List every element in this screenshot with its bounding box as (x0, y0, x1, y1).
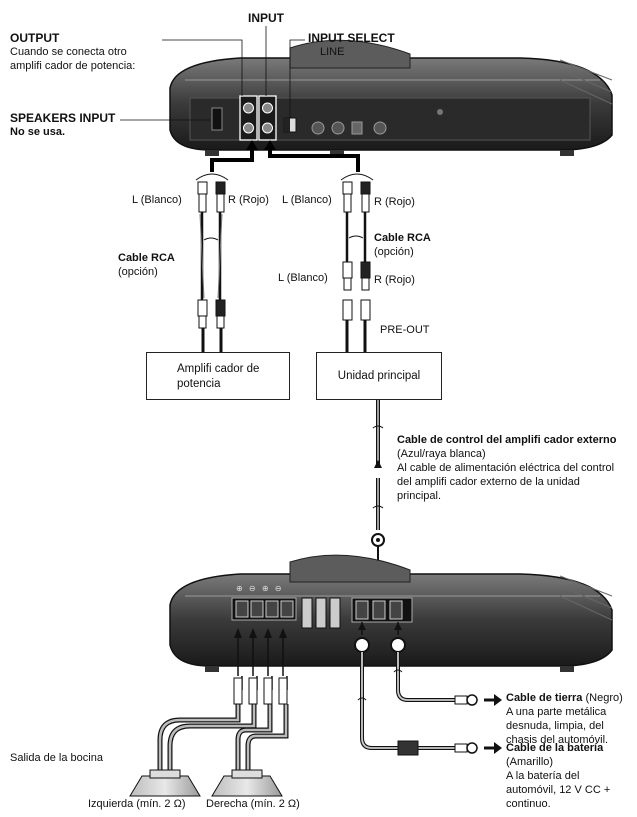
speaker-left-label: Izquierda (mín. 2 Ω) (88, 798, 186, 810)
rca-right-cable-title: Cable RCA (374, 232, 431, 244)
speaker-right-label: Derecha (mín. 2 Ω) (206, 798, 300, 810)
battery-cable-color: (Amarillo) (506, 756, 554, 768)
speakers-input-title: SPEAKERS INPUT (10, 111, 116, 125)
input-title: INPUT (248, 11, 284, 25)
output-title: OUTPUT (10, 31, 60, 45)
ground-cable-title: Cable de tierra (506, 692, 583, 704)
remote-cable-desc-3: principal. (397, 490, 442, 502)
battery-cable-desc-2: automóvil, 12 V CC + (506, 784, 611, 796)
speaker-wires (157, 676, 289, 778)
output-desc-1: Cuando se conecta otro (10, 46, 127, 58)
ground-cable-desc-1: A una parte metálica (506, 706, 607, 718)
remote-cable-desc-1: Al cable de alimentación eléctrica del c… (397, 462, 615, 474)
input-select-title: INPUT SELECT (308, 31, 395, 45)
rca-right-l-label-bottom: L (Blanco) (278, 272, 328, 284)
battery-cable (354, 637, 502, 756)
ground-cable-desc-3: chasis del automóvil. (506, 734, 609, 746)
rca-left-cable-note: (opción) (118, 266, 158, 278)
output-jacks (239, 95, 258, 141)
bottom-amplifier (169, 554, 613, 672)
power-amplifier-label-2: potencia (177, 378, 221, 390)
input-select-value: LINE (320, 46, 345, 58)
input-jacks (258, 95, 277, 141)
terminal-marks: ⊕ ⊖ ⊕ ⊖ (236, 584, 284, 593)
rca-right-l-label-top: L (Blanco) (282, 194, 332, 206)
rca-left-cable-title: Cable RCA (118, 252, 175, 264)
ground-cable (358, 622, 502, 706)
battery-cable-desc-3: continuo. (506, 798, 551, 810)
battery-cable-title: Cable de la batería (506, 742, 604, 754)
left-speaker (129, 769, 201, 797)
rca-right-cable-note: (opción) (374, 246, 414, 258)
head-unit-box: Unidad principal (316, 352, 442, 400)
rca-left-l-label: L (Blanco) (132, 194, 182, 206)
remote-cable-color: (Azul/raya blanca) (397, 448, 486, 460)
power-amplifier-box: Amplifi cador de potencia (146, 352, 290, 400)
right-rca-cable (340, 173, 374, 352)
output-desc-2: amplifi cador de potencia: (10, 60, 136, 72)
ground-cable-color: (Negro) (585, 692, 623, 704)
head-unit-label: Unidad principal (337, 370, 421, 382)
left-rca-cable (195, 173, 229, 352)
top-amplifier (169, 39, 613, 156)
pre-out-label: PRE-OUT (380, 324, 430, 336)
remote-cable-title: Cable de control del amplifi cador exter… (397, 434, 617, 446)
speaker-output-label: Salida de la bocina (10, 752, 103, 764)
remote-cable-desc-2: del amplifi cador externo de la unidad (397, 476, 580, 488)
power-amplifier-label-1: Amplifi cador de (177, 363, 260, 375)
speakers-input-note: No se usa. (10, 126, 66, 138)
ground-cable-heading: Cable de tierra (Negro) (506, 692, 623, 705)
rca-right-r-label-top: R (Rojo) (374, 196, 415, 208)
rca-left-r-label: R (Rojo) (228, 194, 269, 206)
input-arrows (210, 148, 360, 172)
top-leader-lines (120, 26, 305, 121)
rca-right-r-label-bottom: R (Rojo) (374, 274, 415, 286)
battery-cable-desc-1: A la batería del (506, 770, 580, 782)
ground-cable-desc-2: desnuda, limpia, del (506, 720, 604, 732)
right-speaker (211, 769, 283, 797)
speaker-plugs (233, 677, 288, 705)
